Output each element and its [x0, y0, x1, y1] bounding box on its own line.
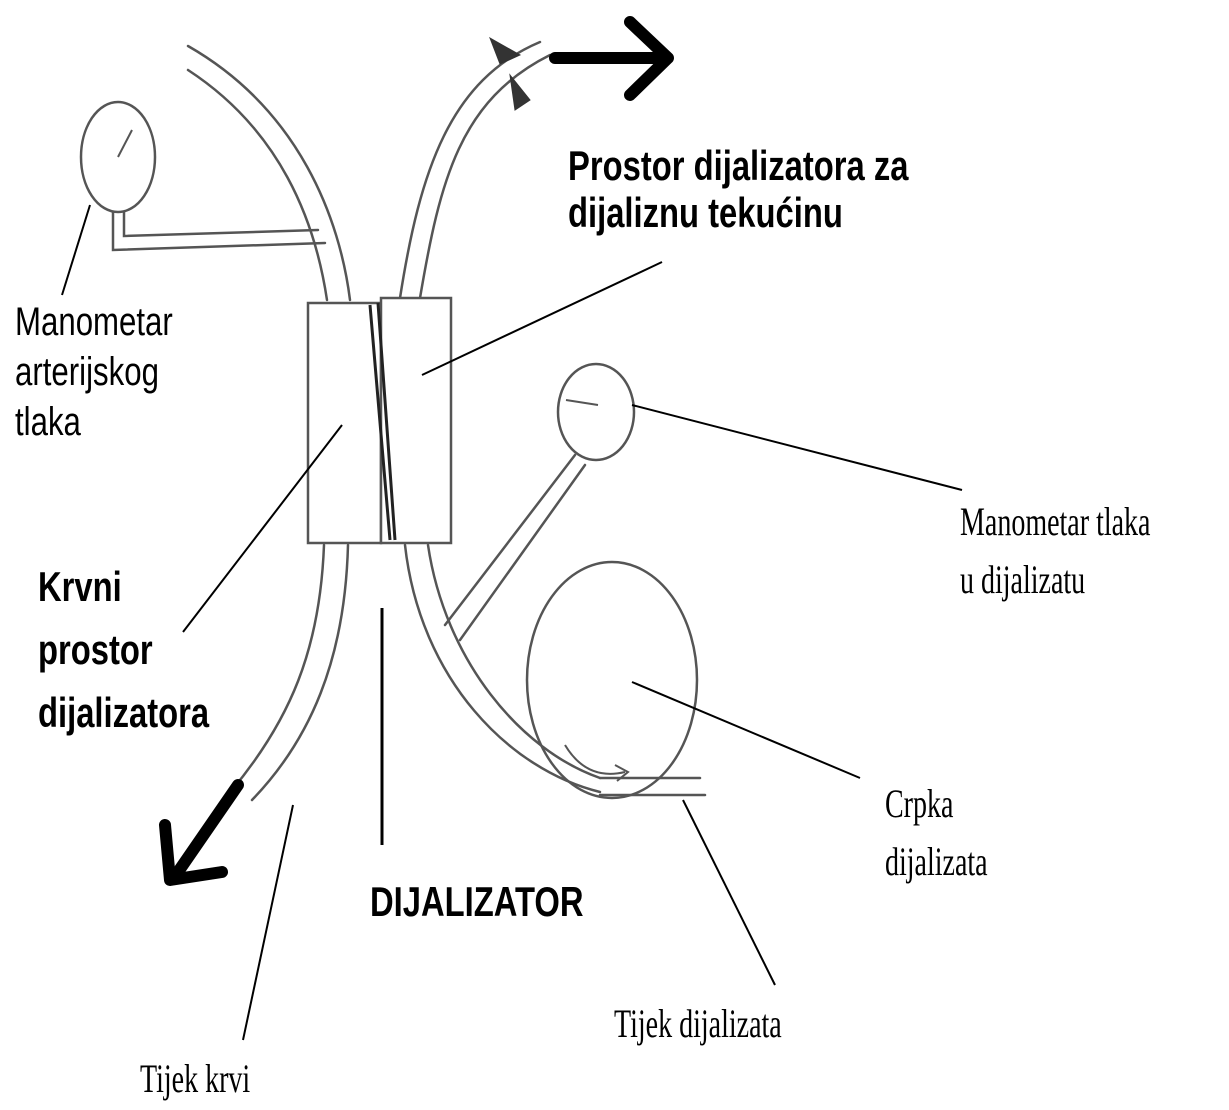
label-blood-compartment-line3: dijalizatora — [38, 689, 210, 736]
leader-dialysate-flow — [682, 799, 776, 986]
leader-pump — [631, 681, 861, 779]
label-dialysate-compartment: Prostor dijalizatora za dijaliznu tekući… — [568, 142, 908, 236]
outflow-arrows — [159, 16, 674, 886]
dialysate-outlet-tube-inner — [398, 40, 542, 300]
dialysate-manometer-gauge — [556, 362, 636, 462]
dialysate-outlet-tube — [418, 53, 552, 300]
label-blood-flow: Tijek krvi — [140, 1056, 251, 1101]
pump-rotation-arrow — [564, 744, 626, 775]
label-dialysate-pump-line2: dijalizata — [885, 839, 988, 884]
leader-dialysate-manometer — [631, 404, 963, 491]
label-dialysate-manometer-line2: u dijalizatu — [960, 557, 1086, 602]
label-dialysate-manometer-line1: Manometar tlaka — [960, 499, 1151, 544]
label-blood-compartment-line1: Krvni — [38, 563, 122, 610]
label-dialysate-flow: Tijek dijalizata — [614, 1001, 782, 1046]
label-arterial-manometer: Manometar arterijskog tlaka — [15, 297, 173, 447]
outlet-valve — [489, 36, 531, 111]
label-dialysate-compartment-line1: Prostor dijalizatora za — [568, 142, 909, 189]
label-dialysate-manometer: Manometar tlaka u dijalizatu — [960, 493, 1150, 609]
leader-blood-compartment — [182, 424, 343, 633]
label-dialysate-pump: Crpka dijalizata — [885, 775, 988, 891]
dialysate-inlet-tube-inner — [426, 543, 602, 780]
leader-blood-flow — [242, 804, 294, 1041]
dialyzer-blood-side — [306, 301, 383, 545]
label-arterial-manometer-line1: Manometar — [15, 300, 173, 344]
arterial-manometer-connector-inner — [122, 203, 320, 238]
dialysate-pump — [525, 560, 699, 800]
arterial-manometer-connector — [111, 203, 327, 252]
label-arterial-manometer-line2: arterijskog — [15, 350, 159, 394]
blood-outlet-tube-inner — [250, 543, 350, 802]
label-arterial-manometer-line3: tlaka — [15, 400, 81, 444]
blood-outlet-tube — [230, 543, 326, 792]
blood-inlet-tube-inner — [186, 68, 329, 302]
label-dialyzer: DIJALIZATOR — [370, 878, 584, 925]
dialysate-manometer-connector-inner — [458, 463, 587, 642]
leader-arterial-manometer — [61, 204, 91, 296]
dialysate-manometer-connector — [443, 453, 577, 627]
blood-inlet-tube — [186, 44, 352, 302]
arterial-manometer-gauge — [79, 100, 157, 214]
blood-out-arrow — [172, 779, 244, 878]
dialyzer-membrane — [368, 302, 397, 541]
label-blood-compartment: Krvni prostor dijalizatora — [38, 555, 209, 744]
dialyzer — [306, 296, 453, 545]
leader-dialysate-compartment — [421, 261, 663, 376]
label-blood-compartment-line2: prostor — [38, 626, 153, 673]
label-dialysate-pump-line1: Crpka — [885, 781, 954, 826]
label-dialysate-compartment-line2: dijaliznu tekućinu — [568, 189, 843, 237]
